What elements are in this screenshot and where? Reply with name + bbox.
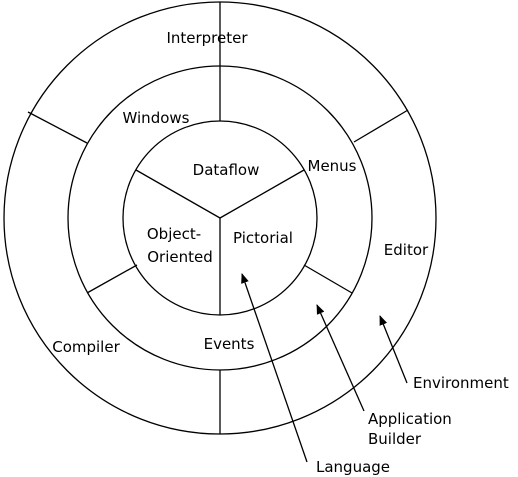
object-oriented-label-line2: Oriented	[147, 248, 213, 266]
application-callout-line2: Builder	[368, 430, 422, 448]
outer-divider-right	[353, 109, 409, 143]
editor-label: Editor	[384, 241, 429, 259]
language-callout: Language	[316, 458, 390, 476]
inner-divider-left	[135, 169, 221, 219]
menus-label: Menus	[308, 157, 357, 175]
object-oriented-label-line1: Object-	[147, 225, 201, 243]
environment-arrow	[379, 315, 408, 384]
language-arrow	[241, 273, 308, 463]
application-callout-line1: Application	[368, 410, 452, 428]
environment-callout: Environment	[413, 374, 509, 392]
windows-label: Windows	[123, 109, 190, 127]
middle-divider-left	[86, 264, 138, 294]
interpreter-label: Interpreter	[166, 29, 248, 47]
pictorial-label: Pictorial	[233, 229, 293, 247]
inner-divider-right	[219, 169, 305, 219]
middle-divider-right	[303, 264, 353, 294]
outer-divider-left	[27, 111, 88, 144]
compiler-label: Compiler	[52, 338, 120, 356]
dataflow-label: Dataflow	[193, 161, 260, 179]
application-builder-arrow	[316, 304, 365, 412]
events-label: Events	[204, 335, 255, 353]
